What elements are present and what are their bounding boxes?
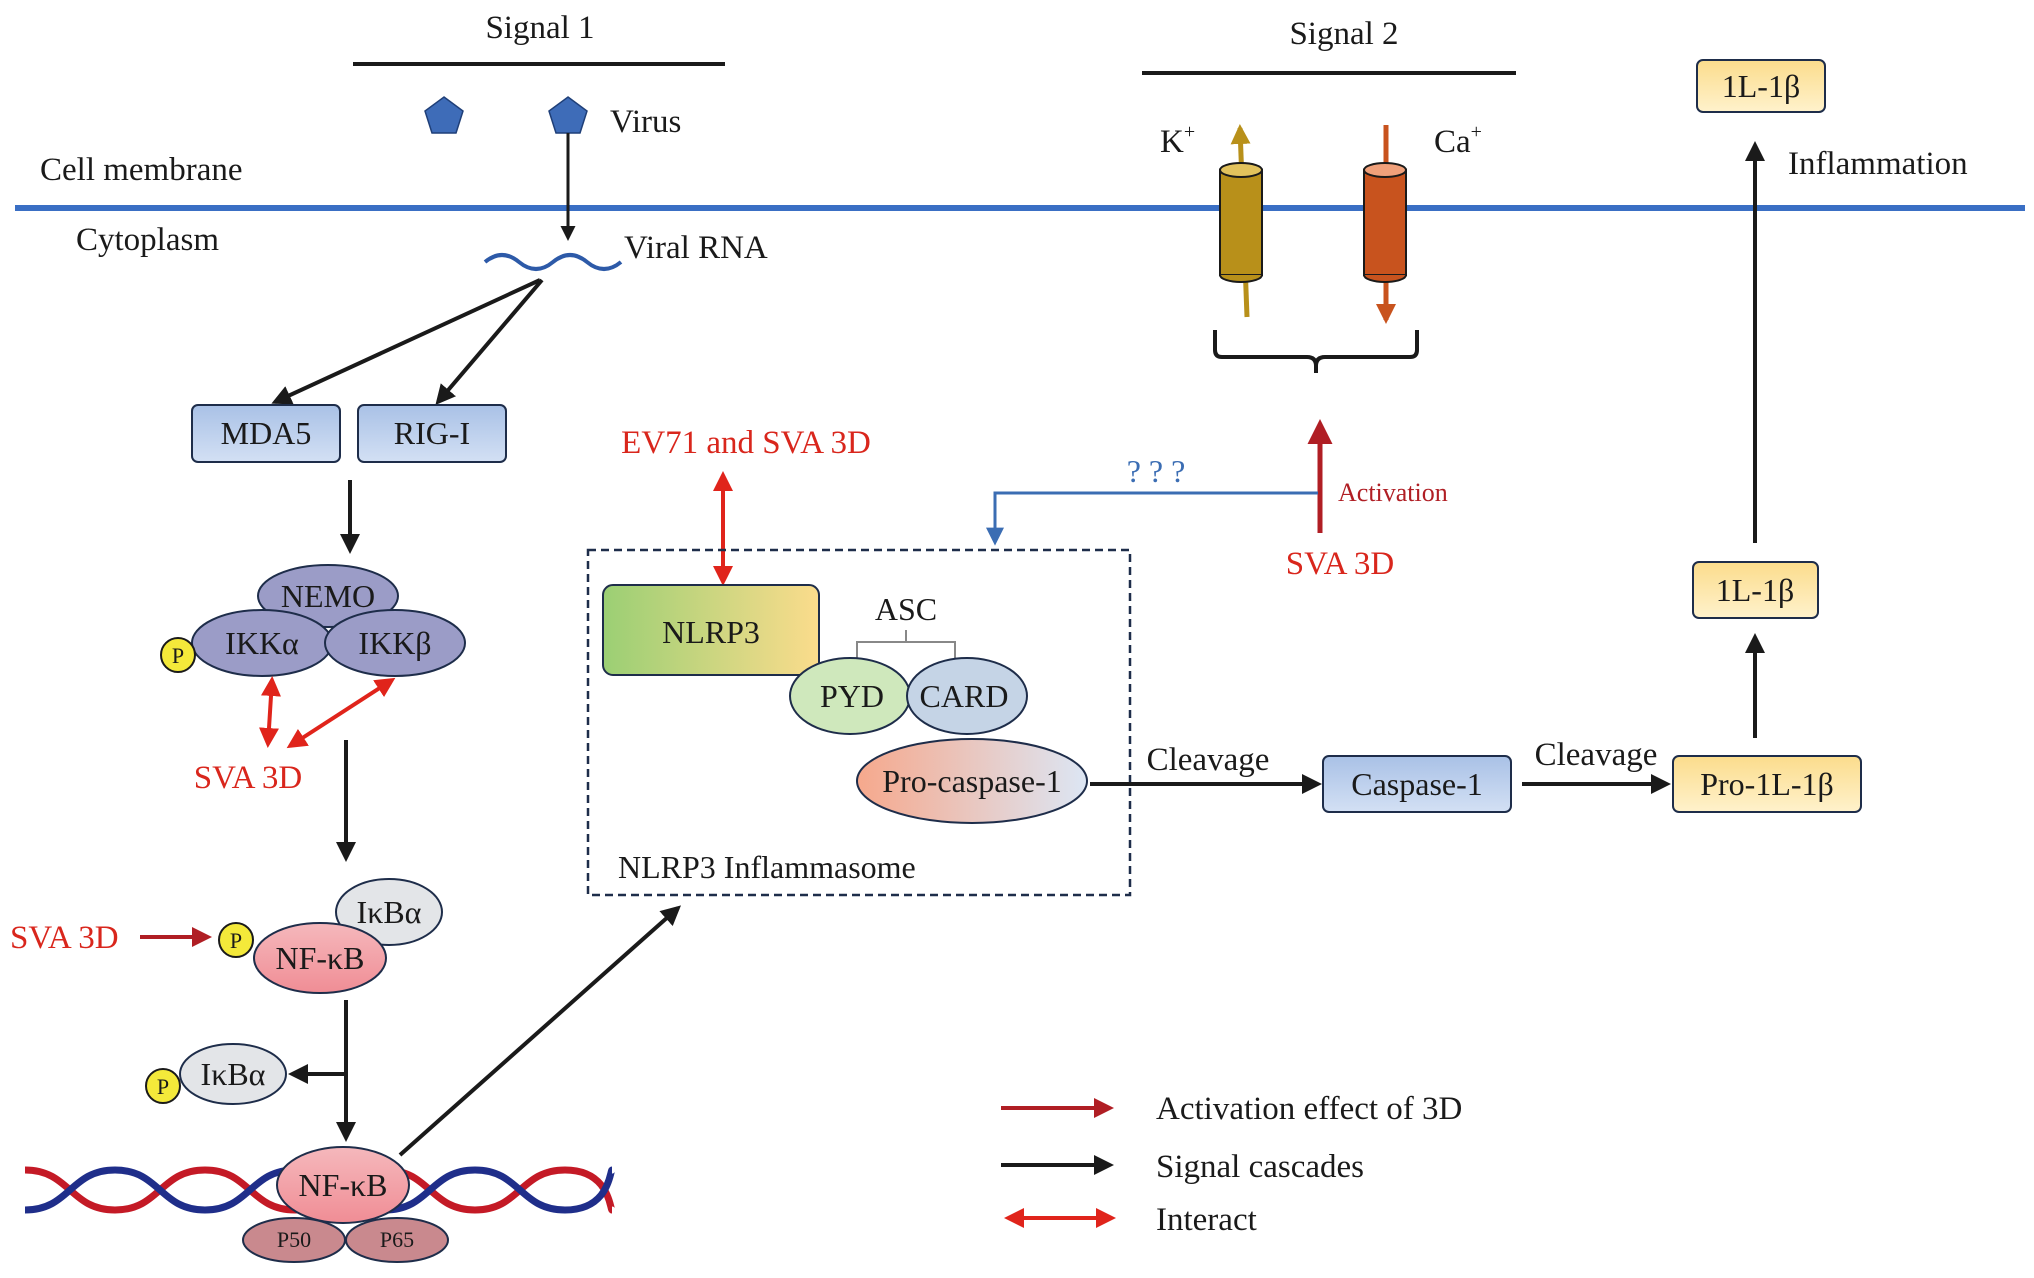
il1b-top-box: [1696, 59, 1826, 113]
il1b-top-label: 1L-1β: [1722, 68, 1800, 104]
ikba-node-released: [179, 1043, 287, 1105]
pro-il1b-label: Pro-1L-1β: [1700, 766, 1834, 802]
cell-membrane-label: Cell membrane: [40, 152, 243, 188]
card-node: [906, 657, 1028, 735]
il1b-mid-label: 1L-1β: [1716, 572, 1794, 608]
sva3d-signal2-label: SVA 3D: [1286, 546, 1395, 582]
nfkb-node-complex: [253, 922, 387, 994]
inflammasome-label: NLRP3 Inflammasome: [618, 849, 916, 885]
caspase1-box: [1322, 755, 1512, 813]
asc-label: ASC: [875, 591, 937, 627]
cytoplasm-label: Cytoplasm: [76, 222, 219, 258]
inflammasome-box: [586, 548, 1132, 897]
k-ion-symbol: K: [1160, 124, 1184, 160]
inflammation-label: Inflammation: [1788, 146, 1968, 182]
nlrp3-label: NLRP3: [662, 614, 760, 650]
phospho-badge-ikba: [145, 1068, 181, 1104]
legend-label-signal: Signal cascades: [1156, 1149, 1364, 1185]
ikba-node-complex: [335, 878, 443, 946]
signal2-label: Signal 2: [1289, 16, 1398, 52]
asc-bracket: [856, 630, 956, 658]
signal1-label: Signal 1: [485, 10, 594, 46]
sva3d-nfkb-label: SVA 3D: [10, 920, 119, 956]
ikka-label: IKKα: [225, 625, 299, 661]
ikkb-label: IKKβ: [358, 625, 431, 661]
il1b-mid-box: [1692, 561, 1819, 619]
interact-arrow-sva-ikka: [259, 676, 281, 748]
question-marks-label: ? ? ?: [1127, 453, 1186, 489]
ca-ion-label: Ca+: [1434, 121, 1482, 160]
phospho-label-nfkb: P: [230, 928, 242, 953]
arrow-rna-to-mda5: [271, 278, 541, 405]
k-channel-icon: [1219, 162, 1263, 283]
pro-caspase-node: [856, 738, 1088, 824]
ikba-label-complex: IκBα: [357, 894, 422, 930]
legend: Activation effect of 3D Signal cascades …: [1001, 1091, 1462, 1238]
p65-node: [345, 1217, 449, 1263]
arrow-rna-to-rigi: [435, 278, 544, 406]
rigi-box: [357, 404, 507, 463]
phospho-label-ikka: P: [172, 643, 184, 668]
ikba-label-released: IκBα: [201, 1056, 266, 1092]
pro-caspase-label: Pro-caspase-1: [882, 763, 1061, 799]
interact-arrow-sva-ikkb: [286, 677, 396, 749]
phospho-badge-nfkb: [218, 922, 254, 958]
nlrp3-box: [602, 584, 820, 676]
nfkb-label-complex: NF-κB: [275, 940, 364, 976]
virus-label: Virus: [610, 104, 681, 140]
arrow-nfkb-to-inflammasome: [398, 905, 681, 1157]
pyd-label: PYD: [820, 678, 884, 714]
k-ion-charge: +: [1184, 121, 1195, 143]
nfkb-label-dna: NF-κB: [298, 1167, 387, 1203]
p50-label: P50: [277, 1227, 311, 1252]
legend-label-activation: Activation effect of 3D: [1156, 1091, 1462, 1127]
virus-pentagon-icon: [548, 96, 588, 134]
card-label: CARD: [920, 678, 1009, 714]
legend-label-interact: Interact: [1156, 1202, 1257, 1238]
rigi-label: RIG-I: [394, 415, 470, 451]
ca-channel-icon: [1363, 162, 1407, 283]
ev71-sva3d-label: EV71 and SVA 3D: [621, 425, 871, 461]
nemo-label: NEMO: [281, 578, 375, 614]
ca-ion-charge: +: [1471, 121, 1482, 143]
nemo-node: [257, 564, 399, 628]
cleavage1-label: Cleavage: [1147, 742, 1270, 778]
mda5-box: [191, 404, 341, 463]
k-ion-label: K+: [1160, 121, 1195, 160]
pro-il1b-box: [1672, 755, 1862, 813]
phospho-badge-ikka: [160, 637, 196, 673]
ca-ion-symbol: Ca: [1434, 124, 1471, 160]
p65-label: P65: [380, 1227, 414, 1252]
viral-rna-icon: [483, 253, 623, 271]
phospho-label-ikba: P: [157, 1074, 169, 1099]
activation-label: Activation: [1338, 478, 1448, 507]
virus-pentagon-icon: [424, 96, 464, 134]
sva3d-ikk-label: SVA 3D: [194, 760, 303, 796]
caspase1-label: Caspase-1: [1351, 766, 1483, 802]
mda5-label: MDA5: [221, 415, 312, 451]
viral-rna-label: Viral RNA: [624, 230, 768, 266]
nfkb-node-dna: [276, 1146, 410, 1224]
ion-channel-brace: [1213, 330, 1419, 373]
cleavage2-label: Cleavage: [1535, 737, 1658, 773]
unknown-link-arrow: [986, 491, 1318, 546]
ikkb-node: [324, 609, 466, 677]
